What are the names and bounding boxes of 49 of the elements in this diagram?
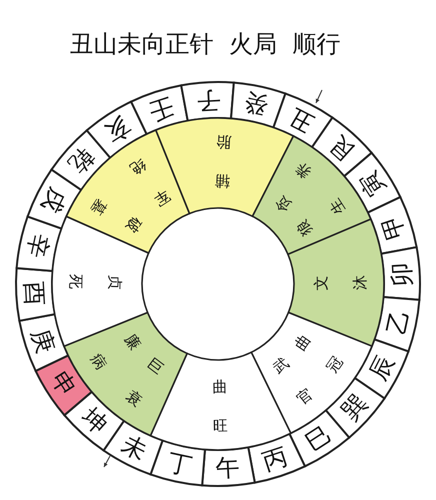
character-label: 癸 xyxy=(242,88,271,120)
character-label: 狼 xyxy=(292,216,316,240)
character-label: 辛 xyxy=(22,231,54,260)
character-label: 绝 xyxy=(126,155,150,178)
character-label: 未 xyxy=(117,430,152,466)
character-label: 辅 xyxy=(214,172,230,190)
character-label: 乙 xyxy=(382,308,414,337)
character-label: 生 xyxy=(325,195,349,218)
character-label: 沐 xyxy=(350,275,370,290)
character-label: 丁 xyxy=(165,448,194,480)
character-label: 巽 xyxy=(336,388,374,426)
character-label: 寅 xyxy=(354,166,391,202)
character-label: 午 xyxy=(214,453,240,482)
character-label: 廉 xyxy=(121,330,145,354)
character-label: 乾 xyxy=(62,142,100,180)
character-label: 官 xyxy=(294,384,316,408)
character-label: 巨 xyxy=(144,354,168,378)
character-label: 文 xyxy=(312,276,330,291)
character-label: 酉 xyxy=(20,280,49,306)
character-label: 冠 xyxy=(323,353,347,376)
character-label: 戌 xyxy=(36,183,72,218)
character-label: 军 xyxy=(150,186,174,210)
character-label: 子 xyxy=(196,86,222,115)
character-label: 胎 xyxy=(216,132,232,152)
character-label: 艮 xyxy=(322,128,360,166)
character-label: 养 xyxy=(292,158,315,182)
character-label: 辰 xyxy=(364,350,400,385)
character-label: 卯 xyxy=(387,262,416,288)
character-label: 破 xyxy=(122,214,146,236)
character-label: 死 xyxy=(66,274,86,290)
character-label: 丙 xyxy=(259,442,291,476)
character-label: 曲 xyxy=(212,378,228,396)
diagram-title: 丑山未向正针 火局 顺行 xyxy=(68,29,342,60)
character-label: 巳 xyxy=(300,420,336,457)
character-label: 衰 xyxy=(122,386,146,410)
character-label: 庚 xyxy=(26,325,60,357)
character-label: 壬 xyxy=(145,92,177,126)
character-label: 曲 xyxy=(291,331,314,354)
character-label: 亥 xyxy=(100,111,136,148)
character-label: 武 xyxy=(270,354,293,378)
character-label: 申 xyxy=(45,366,82,402)
character-label: 丑 xyxy=(284,102,319,138)
character-label: 甲 xyxy=(376,211,410,243)
character-label: 病 xyxy=(87,350,111,373)
character-label: 旺 xyxy=(212,416,228,436)
character-label: 贪 xyxy=(271,192,294,216)
character-label: 坤 xyxy=(76,402,114,440)
character-label: 贞 xyxy=(106,274,124,290)
character-label: 墓 xyxy=(87,196,110,218)
